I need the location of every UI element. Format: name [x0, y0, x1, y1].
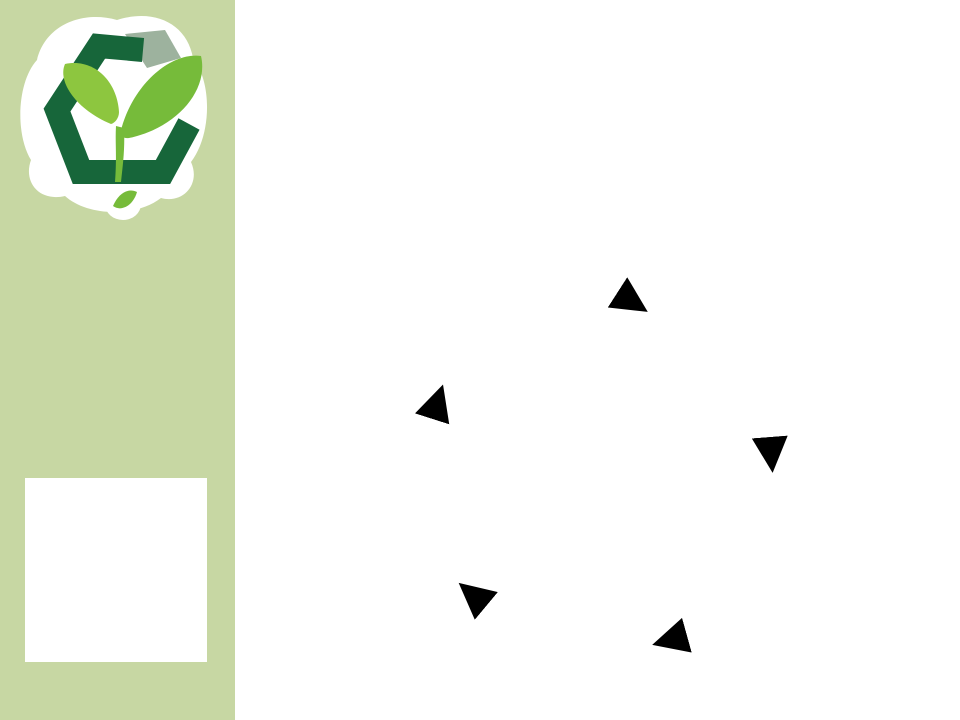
- node-pla-resin: [545, 598, 651, 698]
- qr-code: [25, 478, 207, 662]
- arrow-starch-to-resin: [652, 617, 692, 653]
- arrow-products-to-compost: [414, 384, 450, 425]
- recycle-leaves-logo-icon: [15, 6, 220, 226]
- arrow-corn-to-starch: [751, 435, 788, 473]
- arrow-compost-to-corn: [607, 277, 648, 312]
- node-compost: [443, 281, 549, 386]
- qr-code-svg: [41, 495, 191, 645]
- sidebar: [0, 0, 235, 720]
- node-pla-products: [379, 475, 485, 578]
- pla-cycle-diagram: [370, 270, 830, 710]
- node-corn: [648, 281, 751, 386]
- node-starch: [712, 475, 815, 579]
- arrow-resin-to-products: [458, 582, 498, 620]
